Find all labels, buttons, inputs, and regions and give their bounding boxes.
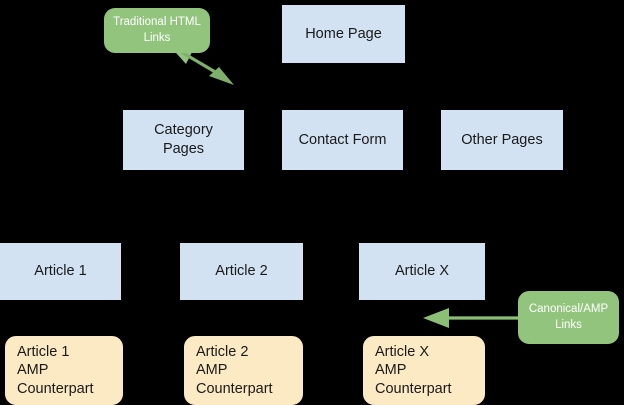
- node-contact-form[interactable]: Contact Form: [282, 110, 403, 170]
- node-article-2-amp[interactable]: Article 2 AMP Counterpart: [184, 336, 303, 405]
- node-home-page[interactable]: Home Page: [282, 5, 405, 63]
- node-category-pages-label: Category Pages: [154, 122, 213, 157]
- arrow-canonical-amp-links: [423, 308, 520, 328]
- node-article-2-amp-label: Article 2 AMP Counterpart: [196, 343, 273, 397]
- node-article-2-label: Article 2: [215, 263, 268, 280]
- node-contact-form-label: Contact Form: [298, 131, 387, 148]
- node-article-2[interactable]: Article 2: [180, 243, 303, 300]
- node-category-pages[interactable]: Category Pages: [123, 110, 244, 170]
- callout-canonical-amp-links-label: Canonical/AMP Links: [528, 303, 609, 331]
- node-article-1-amp[interactable]: Article 1 AMP Counterpart: [5, 336, 123, 405]
- arrow-traditional-html-links: [176, 48, 234, 85]
- node-article-1-label: Article 1: [34, 263, 87, 280]
- node-article-x-amp[interactable]: Article X AMP Counterpart: [363, 336, 485, 405]
- node-article-1[interactable]: Article 1: [0, 243, 121, 300]
- node-other-pages[interactable]: Other Pages: [441, 110, 563, 170]
- callout-canonical-amp-links[interactable]: Canonical/AMP Links: [518, 291, 619, 344]
- node-article-x-label: Article X: [395, 263, 449, 280]
- callout-traditional-html-links[interactable]: Traditional HTML Links: [104, 8, 210, 53]
- node-article-x-amp-label: Article X AMP Counterpart: [375, 343, 452, 397]
- node-article-x[interactable]: Article X: [359, 243, 485, 300]
- node-other-pages-label: Other Pages: [461, 131, 543, 148]
- node-article-1-amp-label: Article 1 AMP Counterpart: [17, 343, 94, 397]
- node-home-page-label: Home Page: [305, 25, 382, 42]
- callout-traditional-html-links-label: Traditional HTML Links: [113, 16, 201, 44]
